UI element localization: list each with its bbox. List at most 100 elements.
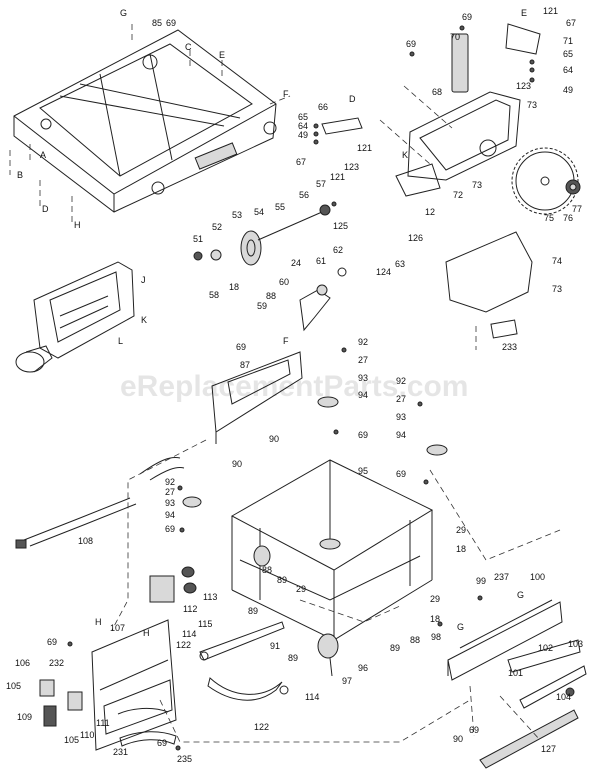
wheel-96 [317, 633, 339, 677]
riving-bracket-70 [451, 33, 469, 93]
callout-label: 91 [270, 641, 280, 651]
callout-label: 54 [254, 207, 264, 217]
dust-chute [15, 261, 135, 373]
callout-label: 89 [277, 575, 287, 585]
callout-label: 74 [552, 256, 562, 266]
callout-label: 18 [456, 544, 466, 554]
callout-label: 237 [494, 572, 509, 582]
callout-label: 69 [236, 342, 246, 352]
callout-label: 12 [425, 207, 435, 217]
callout-label: G [457, 622, 464, 632]
callout-label: 233 [502, 342, 517, 352]
callout-label: 52 [212, 222, 222, 232]
callout-label: 27 [396, 394, 406, 404]
callout-label: 85 [152, 18, 162, 28]
callout-label: 57 [316, 179, 326, 189]
callout-label: C [185, 42, 192, 52]
callout-label: 75 [544, 213, 554, 223]
callout-label: 58 [209, 290, 219, 300]
callout-label: 99 [476, 576, 486, 586]
callout-label: 56 [299, 190, 309, 200]
callout-label: 97 [342, 676, 352, 686]
callout-label: 114 [182, 629, 196, 639]
callout-label: 27 [165, 487, 175, 497]
callout-label: 123 [516, 81, 531, 91]
callout-label: 76 [563, 213, 573, 223]
callout-label: 69 [166, 18, 176, 28]
callout-label: K [402, 150, 408, 160]
callout-label: 114 [305, 692, 319, 702]
bracket-71 [505, 23, 541, 55]
callout-label: 88 [262, 565, 272, 575]
callout-label: G [517, 590, 524, 600]
callout-label: 29 [456, 525, 466, 535]
callout-label: 92 [358, 337, 368, 347]
callout-label: E [521, 8, 527, 18]
hardware [67, 25, 535, 751]
callout-label: 62 [333, 245, 343, 255]
callout-label: 235 [177, 754, 192, 764]
switch-106 [39, 679, 55, 697]
callout-label: A [40, 150, 46, 160]
callout-label: 110 [80, 730, 94, 740]
callout-label: 29 [296, 584, 306, 594]
assembly-dashed-lines [111, 85, 561, 743]
callout-label: 24 [291, 258, 301, 268]
callout-label: 123 [344, 162, 359, 172]
callout-label: 63 [395, 259, 405, 269]
bracket-66 [321, 117, 363, 135]
callout-label: 127 [541, 744, 556, 754]
callout-label: 122 [176, 640, 191, 650]
callout-label: 90 [269, 434, 279, 444]
callout-label: H [74, 220, 81, 230]
callout-label: 69 [165, 524, 175, 534]
callout-label: 92 [396, 376, 406, 386]
callout-label: 126 [408, 233, 423, 243]
saw-blade [511, 147, 579, 215]
callout-label: F [283, 89, 289, 99]
label-233 [490, 319, 518, 339]
callout-label: 49 [298, 130, 308, 140]
motor-housing [395, 91, 521, 197]
callout-label: 125 [333, 221, 348, 231]
callout-label: 69 [396, 469, 406, 479]
callout-label: 104 [556, 692, 571, 702]
miter-gauge-102 [507, 639, 581, 673]
callout-label: 105 [64, 735, 79, 745]
callout-label: 93 [165, 498, 175, 508]
callout-label: G [120, 8, 127, 18]
lower-guard-74 [445, 231, 533, 313]
callout-label: 27 [358, 355, 368, 365]
push-stick-101 [519, 665, 587, 709]
callout-label: 124 [376, 267, 391, 277]
callout-label: 65 [298, 112, 308, 122]
callout-label: 98 [431, 632, 441, 642]
power-cord-108 [15, 457, 185, 549]
blade-flange [565, 179, 581, 195]
front-rail-107 [91, 619, 177, 751]
callout-label: B [17, 170, 23, 180]
callout-label: 73 [552, 284, 562, 294]
callout-label: 95 [358, 466, 368, 476]
callout-label: 88 [410, 635, 420, 645]
watermark: eReplacementParts.com [120, 370, 469, 403]
callout-label: 102 [538, 643, 553, 653]
foot-pads [182, 396, 448, 550]
callout-label: 69 [157, 738, 167, 748]
rear-rail-87 [211, 351, 303, 444]
callout-label: 100 [530, 572, 545, 582]
callout-label: H [143, 628, 150, 638]
callout-label: F [283, 336, 289, 346]
callout-label: 67 [296, 157, 306, 167]
callout-label: 106 [15, 658, 30, 668]
callout-label: K [141, 315, 147, 325]
callout-label: 93 [358, 373, 368, 383]
callout-label: 93 [396, 412, 406, 422]
callout-label: 92 [165, 477, 175, 487]
callout-label: 64 [563, 65, 573, 75]
callout-label: J [141, 275, 146, 285]
handwheel-53 [240, 230, 262, 266]
callout-label: 69 [406, 39, 416, 49]
